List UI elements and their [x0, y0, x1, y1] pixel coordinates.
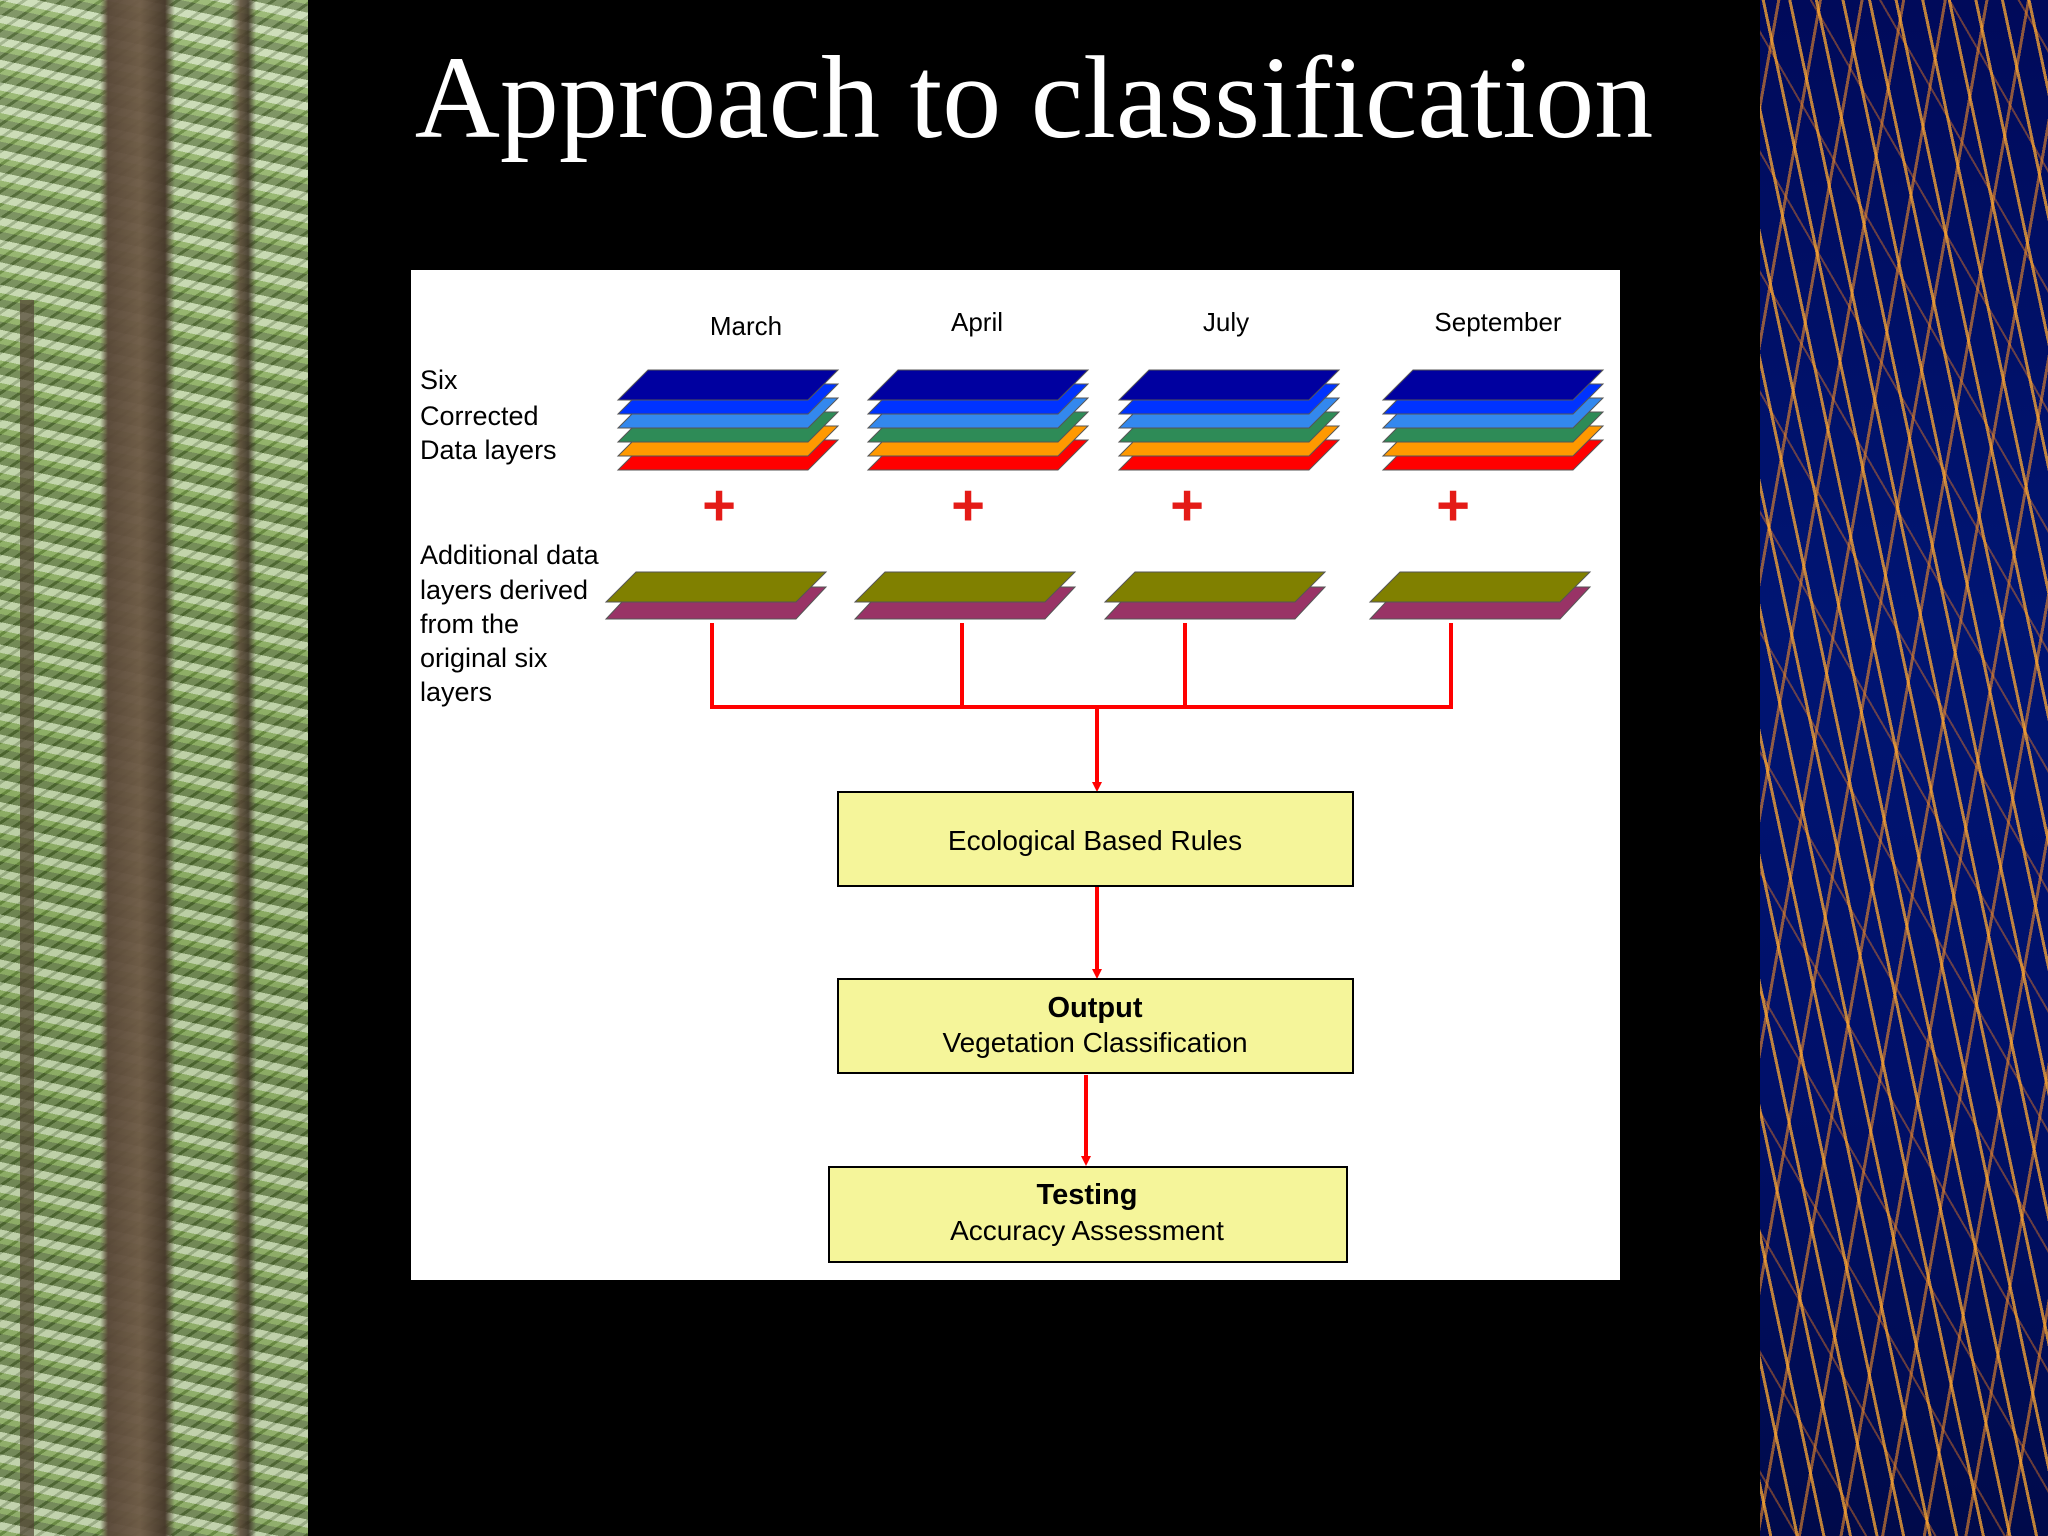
testing-box-subtitle: Accuracy Assessment	[950, 1215, 1224, 1246]
row-label-corrected-3: Data layers	[420, 435, 557, 465]
plus-sign: +	[702, 473, 736, 538]
derived-layers-april	[853, 571, 1077, 620]
corrected-layer-stacks	[616, 369, 1605, 471]
tree-trunk	[20, 300, 34, 1536]
derived-layer	[1103, 571, 1327, 603]
lidar-image	[1760, 0, 2048, 1536]
output-box-subtitle: Vegetation Classification	[942, 1027, 1247, 1058]
derived-layers-march	[604, 571, 828, 620]
derived-layer	[853, 571, 1077, 603]
forest-photo	[0, 0, 308, 1536]
derived-layers-july	[1103, 571, 1327, 620]
derived-layer	[1368, 571, 1592, 603]
output-box-title: Output	[1047, 992, 1142, 1024]
month-label-september: September	[1434, 307, 1562, 337]
derived-layer	[604, 571, 828, 603]
month-label-july: July	[1203, 307, 1249, 337]
testing-box-title: Testing	[1037, 1179, 1138, 1211]
row-label-additional-5: layers	[420, 677, 492, 707]
slide-title: Approach to classification	[414, 32, 1654, 163]
output-box: Output Vegetation Classification	[837, 978, 1354, 1074]
data-layer	[1117, 369, 1341, 401]
classification-diagram: Six Corrected Data layers Additional dat…	[420, 307, 1605, 1263]
layer-stack-march	[616, 369, 840, 471]
testing-box: Testing Accuracy Assessment	[828, 1166, 1348, 1263]
month-label-march: March	[710, 311, 782, 341]
plus-sign: +	[1170, 473, 1204, 538]
plus-sign: +	[951, 473, 985, 538]
plus-sign: +	[1436, 473, 1470, 538]
data-layer	[1381, 369, 1605, 401]
month-label-april: April	[951, 307, 1003, 337]
tree-trunk	[230, 0, 256, 1536]
row-label-corrected-2: Corrected	[420, 401, 539, 431]
row-label-additional-1: Additional data	[420, 540, 600, 570]
rules-box-label: Ecological Based Rules	[948, 825, 1242, 856]
layer-stack-september	[1381, 369, 1605, 471]
diagram-panel: Six Corrected Data layers Additional dat…	[411, 270, 1620, 1280]
layer-stack-april	[866, 369, 1090, 471]
data-layer	[616, 369, 840, 401]
connector-lines	[710, 623, 1453, 1166]
rules-box: Ecological Based Rules	[837, 791, 1354, 887]
derived-layer-pairs	[604, 571, 1592, 620]
data-layer	[866, 369, 1090, 401]
row-label-additional-2: layers derived	[420, 575, 588, 605]
row-label-corrected-1: Six	[420, 365, 458, 395]
row-label-additional-4: original six	[420, 643, 548, 673]
layer-stack-july	[1117, 369, 1341, 471]
row-label-additional-3: from the	[420, 609, 519, 639]
derived-layers-september	[1368, 571, 1592, 620]
